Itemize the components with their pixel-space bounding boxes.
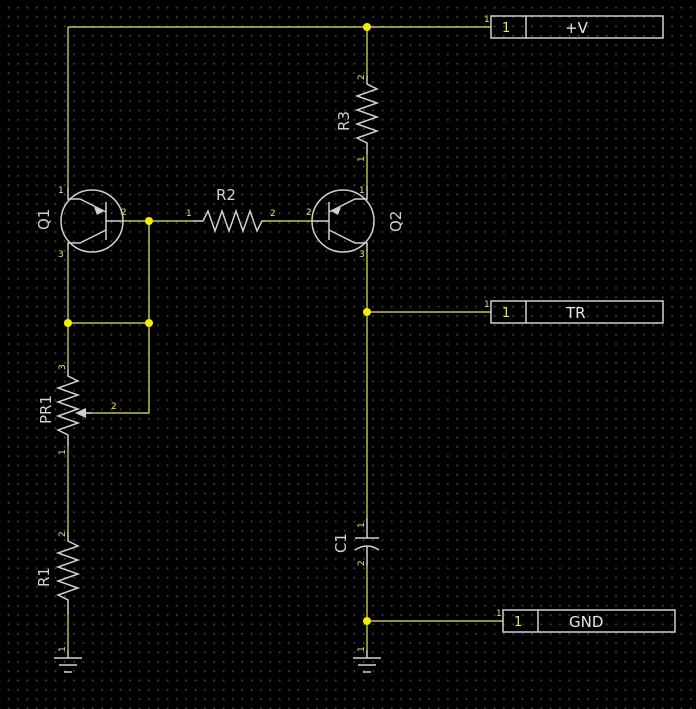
transistor-q1[interactable]: 1 2 3 Q1: [35, 186, 127, 260]
port-vplus-outer-pin: 1: [484, 15, 490, 25]
wire-feedback-vertical[interactable]: [84, 221, 150, 414]
r1-pin-2: 2: [58, 531, 68, 537]
r3-zigzag: [354, 76, 380, 154]
port-tr-outer-pin: 1: [484, 300, 490, 310]
capacitor-c1[interactable]: 1 2 C1: [332, 518, 380, 566]
ground-pin-1: 1: [357, 646, 367, 652]
pr1-wiper-arrow-icon: [75, 408, 86, 418]
ground-icon[interactable]: 1: [353, 646, 381, 673]
junction-dot: [363, 23, 371, 31]
ground-icon[interactable]: [54, 650, 82, 673]
q2-pin-1: 1: [359, 186, 365, 196]
q2-pin-2: 2: [306, 208, 312, 218]
pr1-pin-3: 3: [58, 364, 68, 370]
port-gnd[interactable]: 1 1 GND: [496, 609, 676, 633]
c1-pin-2: 2: [357, 560, 367, 566]
pr1-label: PR1: [37, 395, 55, 424]
junction-dot: [363, 308, 371, 316]
q2-emitter-leg: [328, 186, 368, 213]
junction-dot: [145, 217, 153, 225]
r3-pin-2: 2: [357, 74, 367, 80]
q2-collector-leg: [328, 229, 368, 252]
r2-pin-1: 1: [186, 209, 192, 219]
resistor-r2[interactable]: 1 2 R2: [186, 186, 276, 234]
port-vplus-label: +V: [565, 19, 589, 37]
c1-pin-1: 1: [357, 522, 367, 528]
port-gnd-pin: 1: [514, 615, 522, 630]
port-vplus[interactable]: 1 1 +V: [484, 15, 664, 39]
r2-pin-2: 2: [270, 209, 276, 219]
junction-dot: [363, 617, 371, 625]
port-gnd-outer-pin: 1: [496, 609, 502, 619]
pr1-pin-2: 2: [111, 402, 117, 412]
junctions: [64, 23, 371, 625]
transistor-q2[interactable]: 1 2 3 Q2: [306, 186, 405, 260]
port-gnd-box: [502, 609, 676, 633]
port-vplus-pin: 1: [502, 21, 510, 36]
port-tr-box: [490, 300, 664, 324]
port-vplus-box: [490, 15, 664, 39]
r1-pin-1: 1: [58, 646, 68, 652]
r1-label: R1: [35, 567, 53, 587]
port-tr-label: TR: [565, 304, 586, 322]
resistor-r1[interactable]: 2 1 R1: [35, 531, 81, 652]
q1-collector-leg: [67, 229, 107, 250]
q1-pin-2: 2: [121, 208, 127, 218]
q1-pin-1: 1: [58, 186, 64, 196]
junction-dot: [64, 319, 72, 327]
q2-pin-3: 3: [359, 250, 365, 260]
q1-arrow-icon: [94, 207, 104, 215]
pr1-pin-1: 1: [58, 449, 68, 455]
r2-zigzag: [193, 208, 265, 234]
potentiometer-pr1[interactable]: 3 2 1 PR1: [37, 364, 117, 455]
c1-label: C1: [332, 533, 350, 553]
port-tr-pin: 1: [502, 306, 510, 321]
wires: [67, 26, 503, 650]
q2-label: Q2: [387, 211, 405, 232]
port-tr[interactable]: 1 1 TR: [484, 300, 664, 324]
q1-label: Q1: [35, 209, 53, 230]
pr1-zigzag: [55, 370, 81, 446]
q1-pin-3: 3: [58, 250, 64, 260]
port-gnd-label: GND: [569, 613, 603, 631]
q1-emitter-leg: [67, 188, 107, 213]
resistor-r3[interactable]: 2 1 R3: [335, 74, 380, 162]
junction-dot: [145, 319, 153, 327]
q2-arrow-icon: [331, 207, 341, 215]
r2-label: R2: [216, 186, 236, 204]
r3-label: R3: [335, 111, 353, 131]
r1-zigzag: [55, 532, 81, 614]
r3-pin-1: 1: [357, 156, 367, 162]
